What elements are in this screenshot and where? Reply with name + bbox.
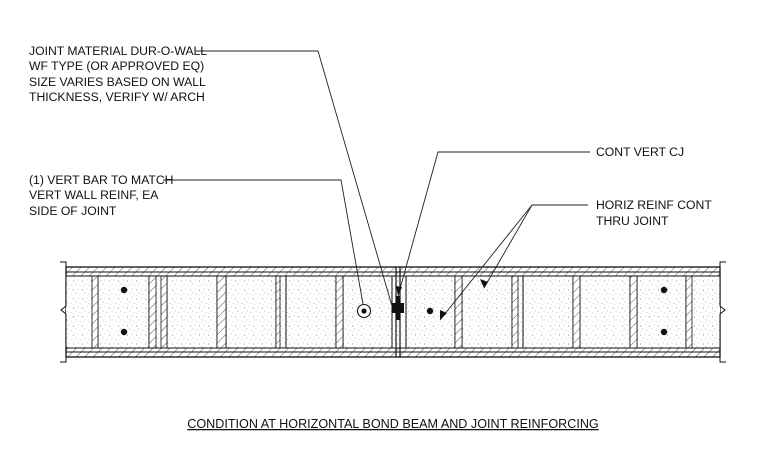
- svg-text:SIZE VARIES BASED ON WALL: SIZE VARIES BASED ON WALL: [29, 75, 206, 89]
- rebar-dot: [120, 328, 128, 336]
- svg-text:(1) VERT BAR TO MATCH: (1) VERT BAR TO MATCH: [29, 173, 173, 187]
- leader-horiz-reinf-b: [439, 204, 533, 321]
- svg-text:THRU JOINT: THRU JOINT: [596, 214, 669, 228]
- svg-text:CONT VERT CJ: CONT VERT CJ: [596, 145, 684, 159]
- block-web: [685, 275, 693, 349]
- leader-lines: [163, 50, 590, 321]
- svg-text:HORIZ REINF CONT: HORIZ REINF CONT: [596, 198, 712, 212]
- masonry-wall: [65, 266, 721, 358]
- detail-title: CONDITION AT HORIZONTAL BOND BEAM AND JO…: [187, 417, 598, 431]
- vertical-rebar: [120, 286, 668, 336]
- block-web: [275, 275, 281, 349]
- block-web: [454, 275, 463, 349]
- break-line-right: [719, 261, 726, 363]
- leader-horiz-reinf-a: [483, 204, 533, 289]
- block-web: [160, 275, 168, 349]
- break-line-left: [60, 261, 67, 363]
- note-joint-material: JOINT MATERIAL DUR-O-WALL WF TYPE (OR AP…: [29, 44, 207, 104]
- note-cont-vert-cj: CONT VERT CJ: [596, 145, 684, 159]
- svg-text:VERT WALL REINF, EA: VERT WALL REINF, EA: [29, 188, 159, 202]
- block-web: [335, 275, 344, 349]
- leader-vert-bar: [163, 179, 364, 305]
- svg-text:WF TYPE (OR APPROVED EQ): WF TYPE (OR APPROVED EQ): [29, 59, 204, 73]
- block-web: [148, 275, 157, 349]
- block-web: [629, 275, 638, 349]
- rebar-dot: [660, 328, 668, 336]
- block-web: [91, 275, 99, 349]
- rebar-at-joint: [356, 303, 434, 319]
- note-vert-bar: (1) VERT BAR TO MATCH VERT WALL REINF, E…: [29, 173, 173, 218]
- svg-text:JOINT MATERIAL DUR-O-WALL: JOINT MATERIAL DUR-O-WALL: [29, 44, 207, 58]
- leader-joint-material: [196, 50, 393, 307]
- svg-text:SIDE OF JOINT: SIDE OF JOINT: [29, 204, 117, 218]
- rebar-dot: [120, 286, 128, 294]
- control-joint: [392, 267, 404, 357]
- block-web: [511, 275, 519, 349]
- note-horiz-reinf: HORIZ REINF CONT THRU JOINT: [596, 198, 712, 228]
- svg-text:THICKNESS, VERIFY W/ ARCH: THICKNESS, VERIFY W/ ARCH: [29, 90, 205, 104]
- block-web: [216, 275, 227, 349]
- leader-arrowheads: [396, 279, 488, 320]
- rebar-dot: [660, 286, 668, 294]
- leader-cont-vert-cj: [397, 151, 590, 297]
- block-web: [572, 275, 581, 349]
